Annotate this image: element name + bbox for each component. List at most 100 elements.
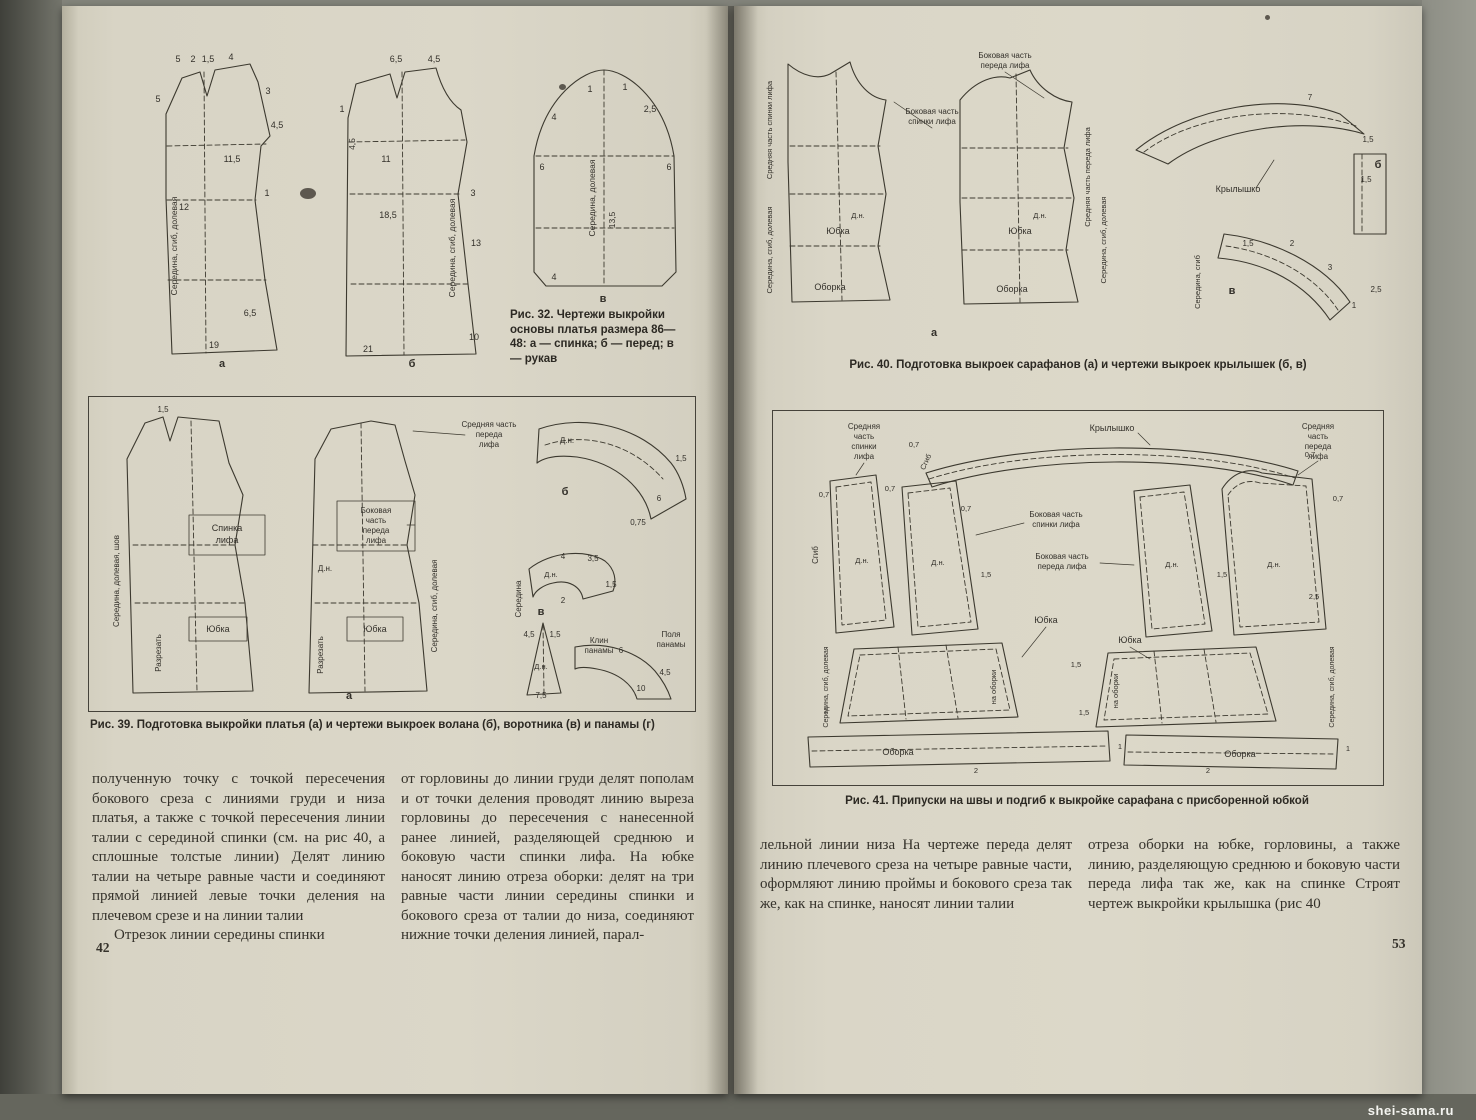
svg-text:6,5: 6,5	[390, 54, 403, 64]
svg-text:часть: часть	[854, 432, 874, 441]
svg-text:Оборка: Оборка	[882, 747, 913, 757]
fig41-caption: Рис. 41. Припуски на швы и подгиб к выкр…	[845, 795, 1309, 807]
ink-speck	[1265, 15, 1270, 20]
svg-text:6: 6	[666, 162, 671, 172]
svg-text:Поля: Поля	[661, 630, 680, 639]
svg-text:Д.н.: Д.н.	[544, 570, 557, 579]
svg-text:б: б	[1375, 159, 1382, 171]
svg-text:спинки лифа: спинки лифа	[908, 117, 956, 126]
svg-text:1: 1	[1352, 301, 1357, 310]
svg-text:5: 5	[155, 94, 160, 104]
svg-text:13: 13	[471, 238, 481, 248]
svg-text:0,75: 0,75	[630, 518, 646, 527]
svg-text:Середина, сгиб, долевая: Середина, сгиб, долевая	[822, 646, 830, 727]
svg-text:Д.н.: Д.н.	[1267, 560, 1280, 569]
watermark: shei-sama.ru	[1367, 1103, 1454, 1118]
svg-text:4,5: 4,5	[659, 668, 671, 677]
svg-text:Сгиб: Сгиб	[811, 546, 820, 564]
page-number-right: 53	[1392, 936, 1406, 951]
svg-text:2: 2	[974, 766, 978, 775]
paragraph: лельной линии низа На чертеже переда дел…	[760, 837, 1072, 912]
svg-text:1,5: 1,5	[1360, 175, 1372, 184]
svg-text:1,5: 1,5	[1217, 570, 1227, 579]
svg-text:4: 4	[551, 272, 556, 282]
svg-text:Крылышко: Крылышко	[1090, 423, 1135, 433]
svg-text:лифа: лифа	[854, 452, 875, 461]
svg-text:а: а	[346, 690, 353, 701]
svg-text:в: в	[1229, 285, 1236, 297]
svg-text:Сгиб: Сгиб	[918, 453, 933, 472]
svg-text:переда лифа: переда лифа	[1037, 562, 1087, 571]
svg-text:Середина, сгиб, долевая: Середина, сгиб, долевая	[447, 198, 457, 297]
svg-text:б: б	[409, 358, 416, 368]
svg-text:Д.н.: Д.н.	[851, 211, 864, 220]
svg-text:18,5: 18,5	[379, 210, 397, 220]
svg-text:Середина, сгиб, долевая: Середина, сгиб, долевая	[169, 196, 179, 295]
fig39-front-side-piece	[308, 420, 428, 694]
svg-text:7,5: 7,5	[535, 691, 547, 700]
fig39-panama-wedge-piece	[526, 622, 562, 696]
svg-text:2,5: 2,5	[1309, 592, 1319, 601]
svg-text:Середина, сгиб, долевая: Середина, сгиб, долевая	[1099, 196, 1108, 283]
fig40-back-piece	[787, 61, 891, 303]
svg-text:1,5: 1,5	[1362, 135, 1374, 144]
svg-text:3: 3	[1328, 263, 1333, 272]
svg-text:2: 2	[1206, 766, 1210, 775]
svg-text:Оборка: Оборка	[1224, 749, 1255, 759]
svg-text:Средняя: Средняя	[848, 422, 880, 431]
book-edge-right	[1422, 0, 1476, 1120]
svg-text:Боковая часть: Боковая часть	[1029, 510, 1082, 519]
page-number-left: 42	[96, 940, 110, 955]
svg-text:Д.н.: Д.н.	[560, 436, 574, 445]
svg-text:переда: переда	[363, 526, 390, 535]
svg-text:21: 21	[363, 344, 373, 354]
svg-text:Средняя часть: Средняя часть	[462, 420, 517, 429]
svg-text:0,7: 0,7	[1333, 494, 1343, 503]
paragraph: полученную точку с точкой пересечения бо…	[92, 771, 385, 924]
fig41-bodice-pieces	[829, 470, 1327, 638]
svg-text:Разрезать: Разрезать	[154, 634, 163, 672]
fig40-pointer-lines	[893, 71, 1275, 189]
svg-text:Середина, долевая, шов: Середина, долевая, шов	[112, 535, 121, 627]
svg-text:2: 2	[1290, 239, 1295, 248]
svg-text:Д.н.: Д.н.	[1165, 560, 1178, 569]
svg-text:1,5: 1,5	[605, 580, 617, 589]
fig40-wing-pieces	[1135, 103, 1387, 321]
svg-text:Юбка: Юбка	[1008, 226, 1031, 236]
svg-text:1,5: 1,5	[981, 570, 991, 579]
fig39-panama-brim-piece	[574, 644, 672, 700]
svg-text:1: 1	[622, 82, 627, 92]
svg-text:4,5: 4,5	[523, 630, 535, 639]
svg-text:1: 1	[587, 84, 592, 94]
svg-text:Середина, сгиб, долевая: Середина, сгиб, долевая	[430, 560, 439, 653]
paragraph: Отрезок линии середины спинки	[114, 927, 325, 943]
svg-text:Юбка: Юбка	[1034, 615, 1057, 625]
svg-text:Боковая: Боковая	[361, 506, 392, 515]
svg-text:1,5: 1,5	[549, 630, 561, 639]
svg-text:часть: часть	[366, 516, 386, 525]
svg-text:переда: переда	[1305, 442, 1332, 451]
right-page-column-1: лельной линии низа На чертеже переда дел…	[760, 836, 1072, 914]
svg-text:0,7: 0,7	[961, 504, 971, 513]
svg-text:Боковая часть: Боковая часть	[905, 107, 958, 116]
svg-text:1: 1	[264, 188, 269, 198]
svg-text:6: 6	[657, 494, 662, 503]
svg-text:0,7: 0,7	[1305, 450, 1315, 459]
svg-text:лифа: лифа	[216, 535, 239, 545]
svg-text:1,5: 1,5	[157, 405, 169, 414]
svg-text:панамы: панамы	[657, 640, 686, 649]
fig39-back-piece	[126, 416, 266, 694]
fig41-wing-piece	[925, 447, 1299, 488]
fig41-pointer-lines	[855, 432, 1319, 660]
svg-text:Юбка: Юбка	[206, 624, 229, 634]
svg-text:4,5: 4,5	[271, 120, 284, 130]
svg-text:2,5: 2,5	[1370, 285, 1382, 294]
svg-text:6,5: 6,5	[244, 308, 257, 318]
svg-text:лифа: лифа	[366, 536, 387, 545]
